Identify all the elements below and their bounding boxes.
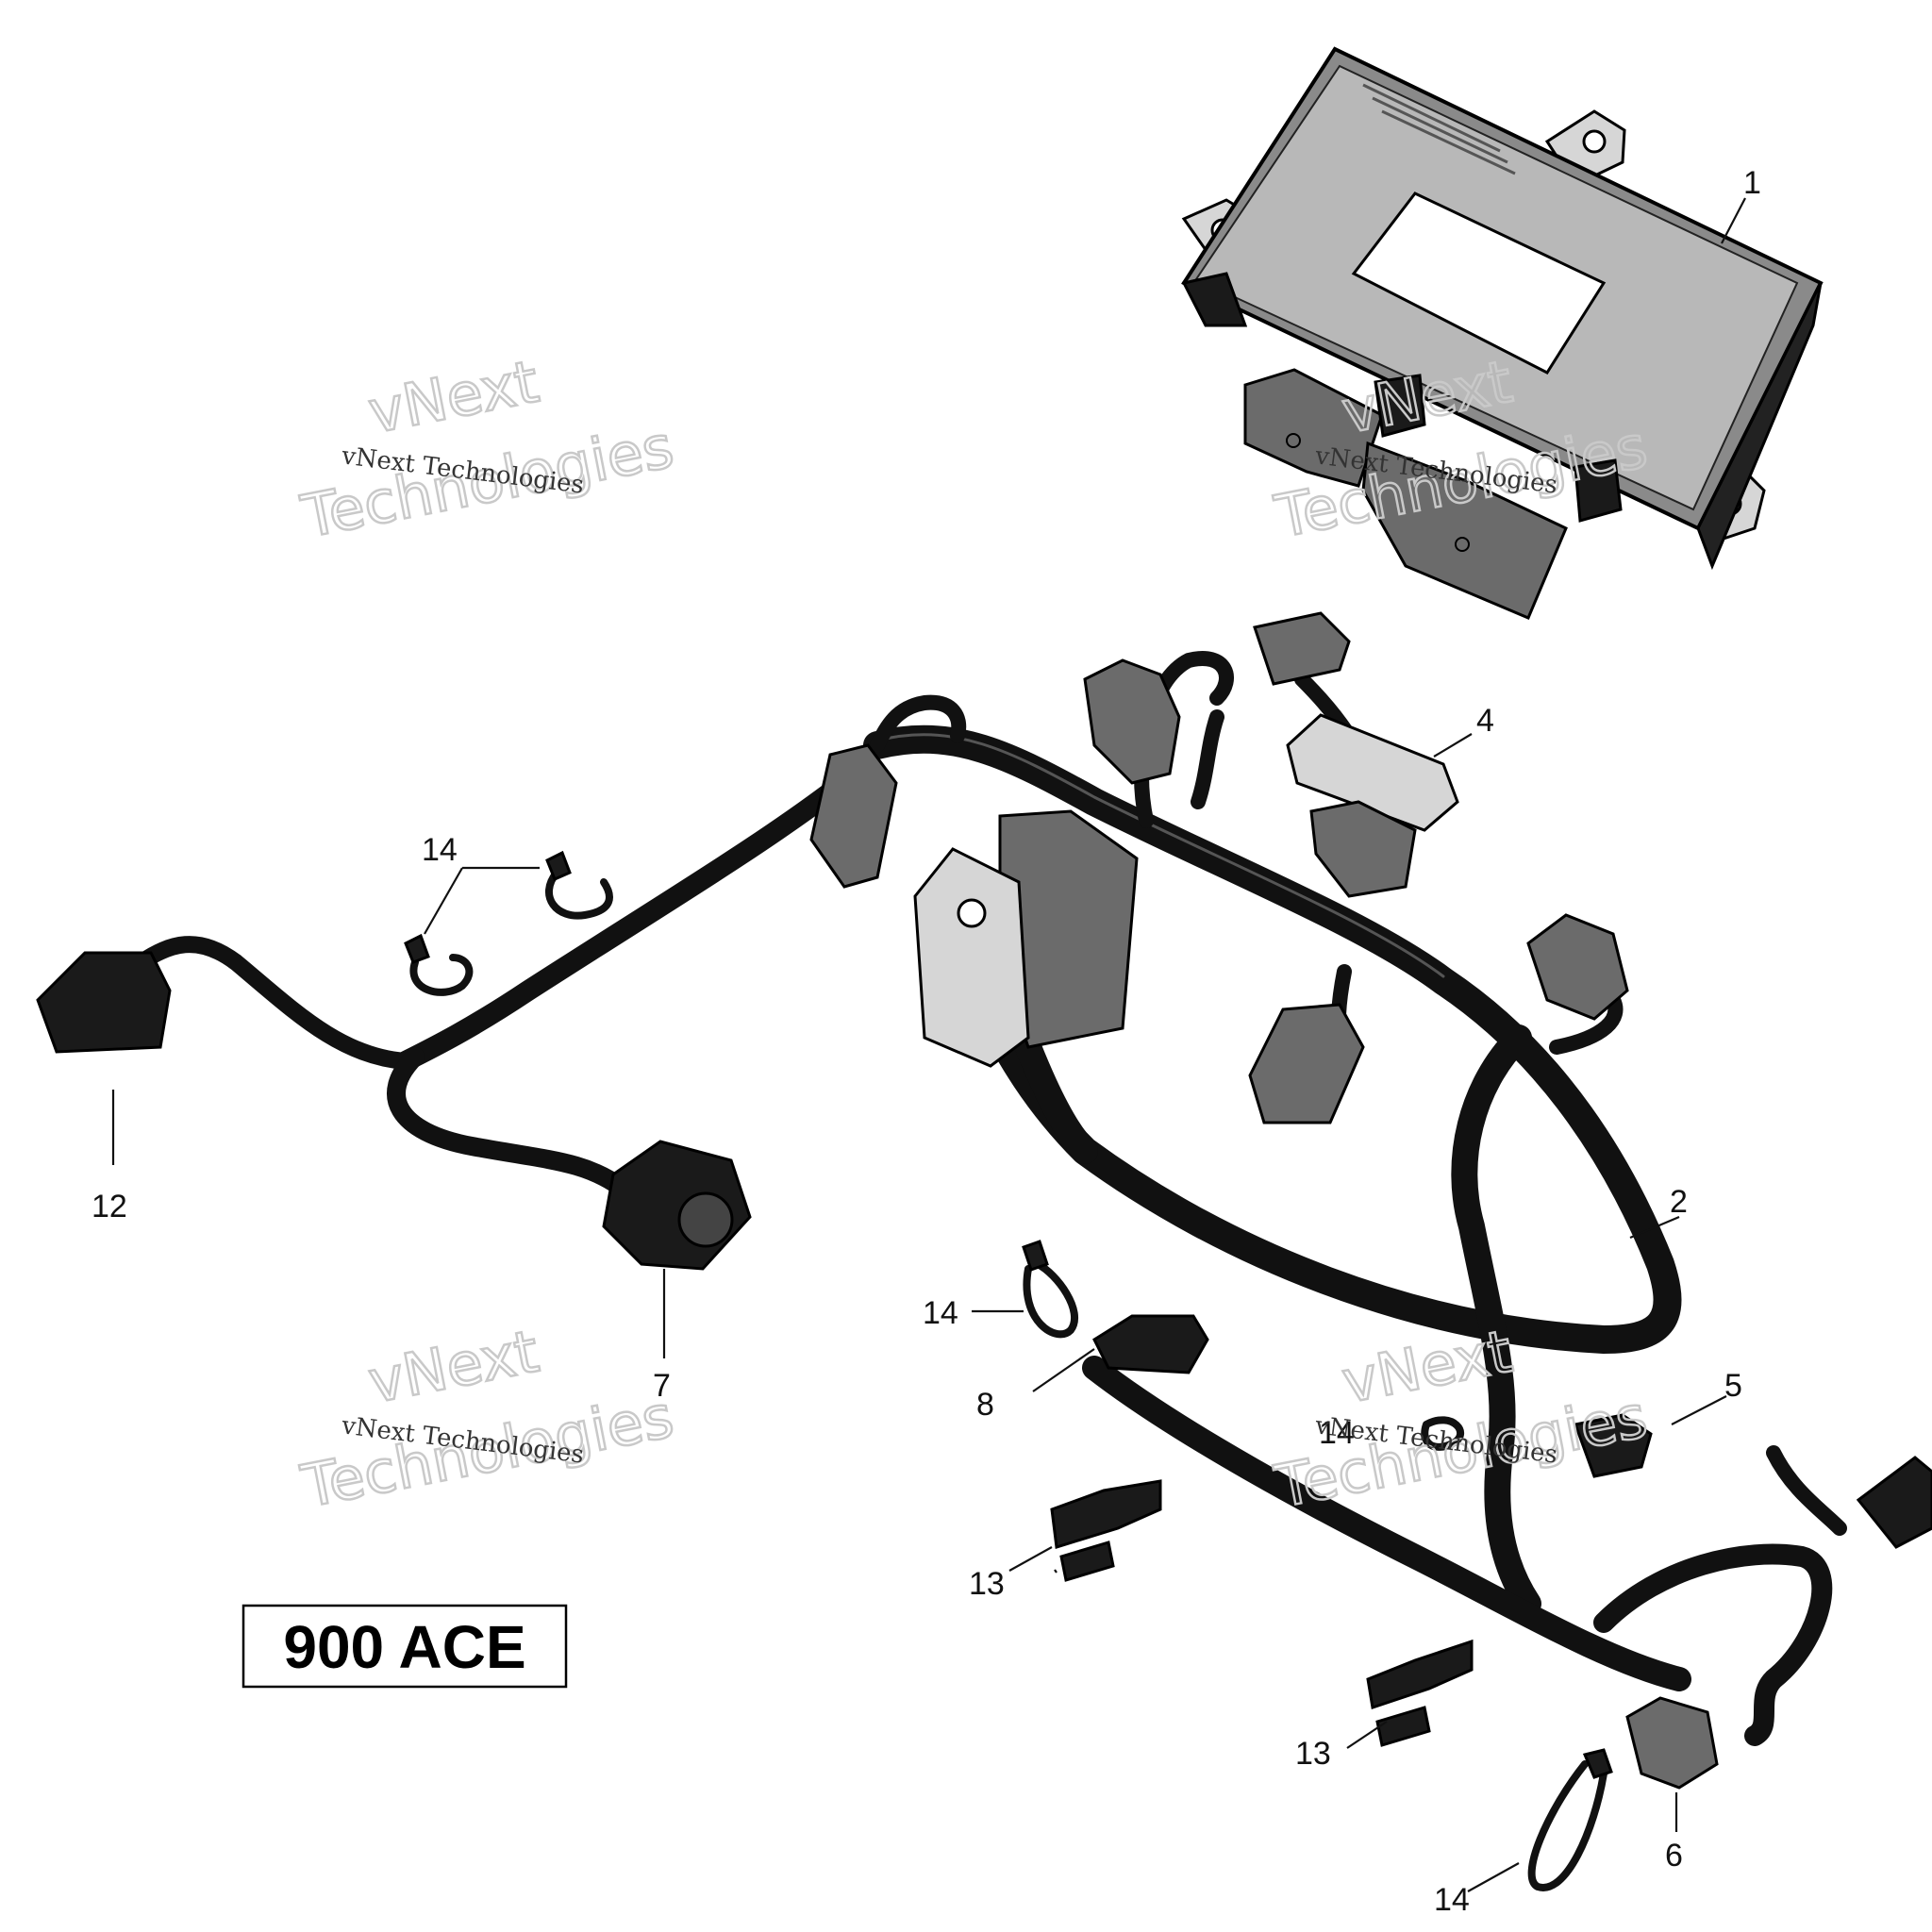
callout-1: 1 bbox=[1743, 165, 1761, 201]
ecu-module bbox=[1181, 46, 1824, 620]
callout-14a: 14 bbox=[422, 832, 458, 868]
harness-clips bbox=[1050, 1479, 1474, 1747]
watermark-3: vNext Technologies vNext Technologies bbox=[294, 1315, 679, 1522]
callout-7: 7 bbox=[653, 1368, 671, 1404]
callout-14b: 14 bbox=[923, 1295, 958, 1331]
callout-6: 6 bbox=[1665, 1838, 1683, 1874]
callout-4: 4 bbox=[1476, 703, 1494, 739]
watermark-big-top: vNext bbox=[363, 1317, 544, 1417]
callout-13b: 13 bbox=[1295, 1736, 1331, 1772]
callout-8: 8 bbox=[976, 1387, 994, 1423]
callout-13a: 13 bbox=[969, 1566, 1005, 1602]
model-badge: 900 ACE bbox=[242, 1604, 568, 1689]
callout-14d: 14 bbox=[1434, 1882, 1470, 1918]
cable-ties bbox=[404, 850, 1613, 1891]
leader-lines bbox=[111, 197, 1746, 1892]
watermark-1: vNext Technologies vNext Technologies bbox=[294, 345, 679, 552]
watermark-big-top: vNext bbox=[363, 347, 544, 447]
callout-numbers: 1 2 4 5 6 7 8 12 13 13 14 14 14 14 bbox=[92, 165, 1761, 1918]
callout-12: 12 bbox=[92, 1189, 127, 1224]
wiring-harness bbox=[133, 651, 1847, 1746]
callout-2: 2 bbox=[1670, 1184, 1688, 1220]
callout-5: 5 bbox=[1724, 1368, 1742, 1404]
harness-connectors bbox=[36, 611, 1932, 1790]
callout-14c: 14 bbox=[1319, 1415, 1355, 1451]
model-badge-text: 900 ACE bbox=[283, 1613, 525, 1681]
